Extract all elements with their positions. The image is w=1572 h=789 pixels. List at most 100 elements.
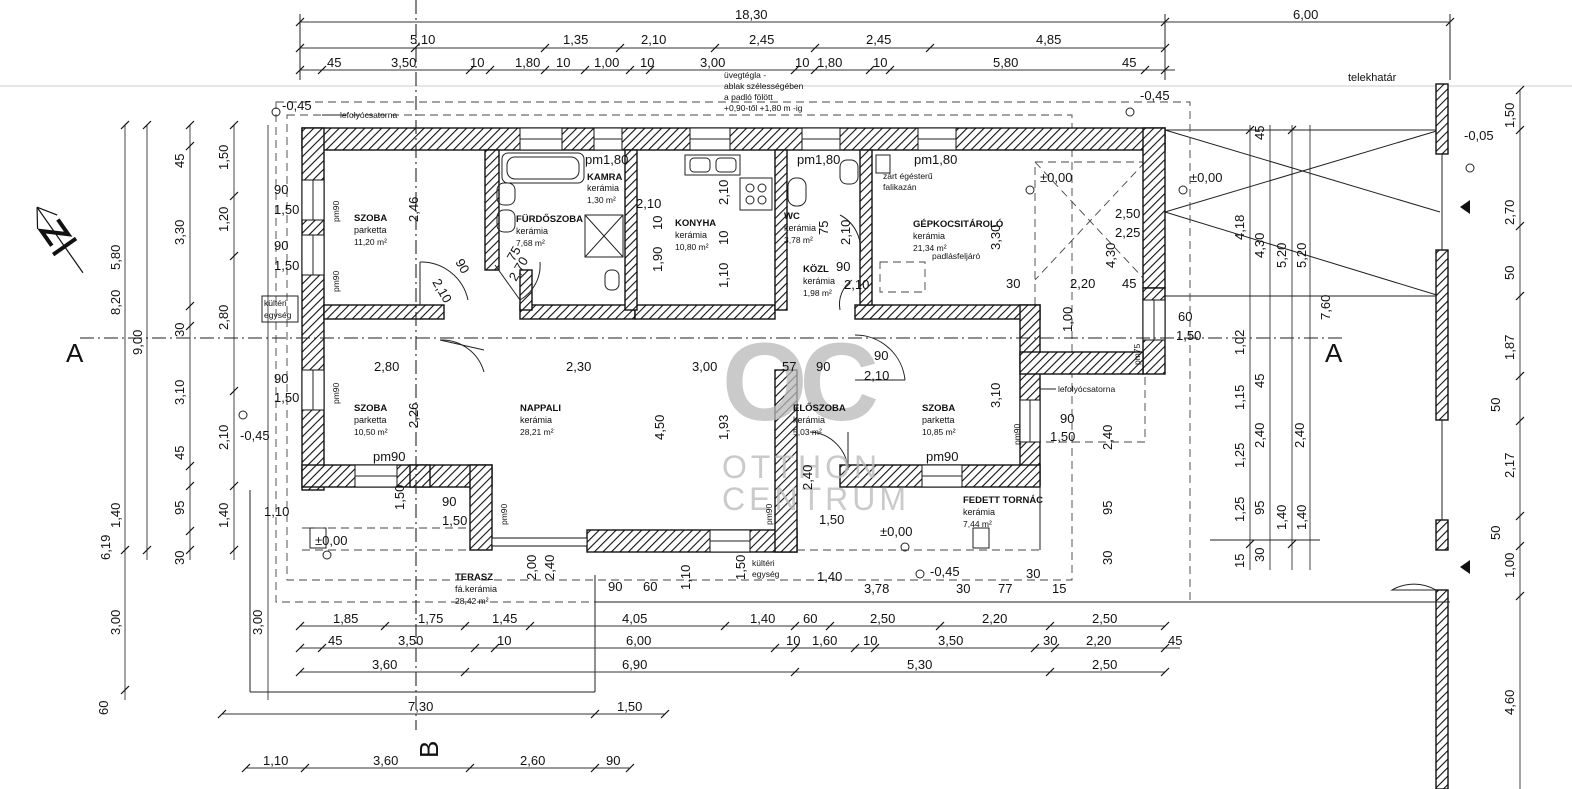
svg-text:2,10: 2,10 [429, 276, 455, 305]
svg-text:1,35: 1,35 [563, 32, 588, 47]
svg-text:2,00: 2,00 [524, 555, 539, 580]
svg-text:1,75: 1,75 [418, 611, 443, 626]
svg-text:75: 75 [504, 243, 524, 263]
svg-text:1,00: 1,00 [1502, 553, 1517, 578]
svg-text:10: 10 [795, 55, 809, 70]
svg-text:7,60: 7,60 [1318, 295, 1333, 320]
svg-text:2,60: 2,60 [520, 753, 545, 768]
svg-text:2,10: 2,10 [838, 220, 853, 245]
svg-text:2,10: 2,10 [641, 32, 666, 47]
svg-text:pm1,80: pm1,80 [585, 152, 628, 167]
room-kamra: KAMRA kerámia 1,30 m² [587, 172, 622, 205]
svg-text:5,80: 5,80 [108, 245, 123, 270]
svg-text:±0,00: ±0,00 [1190, 170, 1222, 185]
svg-text:1,15: 1,15 [1232, 385, 1247, 410]
svg-text:NAPPALI: NAPPALI [520, 403, 561, 414]
svg-text:1,45: 1,45 [492, 611, 517, 626]
room-nappali: NAPPALI kerámia 28,21 m² [520, 403, 561, 437]
svg-text:30: 30 [1252, 548, 1267, 562]
svg-text:parketta: parketta [354, 415, 387, 425]
windows [301, 127, 1166, 553]
dimension-text-top: 18,30 6,00 5,10 1,35 2,10 2,45 2,45 4,85… [327, 7, 1318, 70]
svg-text:2,10: 2,10 [636, 196, 661, 211]
dimension-text-left: 5,80 8,20 9,00 6,19 3,00 60 45 3,30 30 3… [96, 145, 265, 715]
svg-text:SZOBA: SZOBA [354, 403, 387, 414]
svg-text:2,40: 2,40 [1252, 423, 1267, 448]
annotations: lefolyócsatorna lefolyócsatorna üvegtégl… [261, 70, 1115, 579]
svg-text:1,98 m²: 1,98 m² [803, 288, 832, 298]
svg-text:1,25: 1,25 [1232, 497, 1247, 522]
svg-text:15: 15 [1232, 554, 1247, 568]
svg-text:1,80: 1,80 [515, 55, 540, 70]
svg-text:10: 10 [470, 55, 484, 70]
dimension-lines-left [120, 120, 269, 700]
svg-text:2,50: 2,50 [1092, 657, 1117, 672]
svg-text:1,10: 1,10 [716, 263, 731, 288]
svg-text:2,40: 2,40 [1292, 423, 1307, 448]
svg-text:parketta: parketta [354, 225, 387, 235]
svg-text:2,40: 2,40 [800, 465, 815, 490]
svg-text:30: 30 [956, 581, 970, 596]
svg-text:KAMRA: KAMRA [587, 172, 622, 183]
svg-text:1,25: 1,25 [1232, 443, 1247, 468]
svg-text:5,20: 5,20 [1294, 243, 1309, 268]
room-eloszoba: ELŐSZOBA kerámia 5,03 m² [793, 402, 846, 437]
svg-text:fá.kerámia: fá.kerámia [455, 584, 497, 594]
svg-text:1,50: 1,50 [1502, 103, 1517, 128]
north-arrow-icon [36, 206, 84, 274]
svg-text:pm75: pm75 [1132, 343, 1142, 365]
svg-text:3,78 m²: 3,78 m² [784, 235, 813, 245]
svg-text:90: 90 [816, 359, 830, 374]
svg-text:±0,00: ±0,00 [1040, 170, 1072, 185]
dimension-text-right: 1,50 2,70 50 1,87 50 2,17 50 1,00 4,60 4… [1232, 103, 1517, 715]
svg-text:zárt égésterű: zárt égésterű [883, 171, 933, 181]
svg-text:3,10: 3,10 [988, 383, 1003, 408]
dimension-lines-bottom [217, 621, 1180, 773]
svg-text:1,40: 1,40 [750, 611, 775, 626]
svg-text:-0,45: -0,45 [930, 564, 960, 579]
svg-text:OC: OC [722, 321, 877, 444]
svg-text:10: 10 [556, 55, 570, 70]
svg-text:-0,45: -0,45 [282, 98, 312, 113]
svg-text:2,20: 2,20 [982, 611, 1007, 626]
svg-text:1,50: 1,50 [274, 258, 299, 273]
svg-text:95: 95 [172, 501, 187, 515]
svg-text:4,50: 4,50 [652, 415, 667, 440]
svg-text:57: 57 [782, 359, 796, 374]
room-szoba-3: SZOBA parketta 10,85 m² [922, 403, 956, 437]
level-markers: -0,45 -0,45 ±0,00 ±0,00 -0,45 ±0,00 ±0,0… [238, 88, 1475, 579]
svg-text:FÜRDŐSZOBA: FÜRDŐSZOBA [516, 213, 583, 225]
svg-text:60: 60 [643, 579, 657, 594]
svg-text:SZOBA: SZOBA [354, 213, 387, 224]
svg-text:30: 30 [1043, 633, 1057, 648]
svg-text:2,50: 2,50 [1115, 206, 1140, 221]
svg-text:1,50: 1,50 [442, 513, 467, 528]
svg-text:90: 90 [274, 182, 288, 197]
svg-text:4,85: 4,85 [1036, 32, 1061, 47]
svg-text:3,78: 3,78 [864, 581, 889, 596]
svg-text:10: 10 [497, 633, 511, 648]
svg-text:4,60: 4,60 [1502, 690, 1517, 715]
svg-text:1,40: 1,40 [108, 503, 123, 528]
svg-text:45: 45 [1122, 55, 1136, 70]
svg-text:+0,90-től +1,80 m -ig: +0,90-től +1,80 m -ig [724, 103, 803, 113]
svg-text:2,26: 2,26 [406, 403, 421, 428]
svg-text:KÖZL: KÖZL [803, 264, 829, 275]
svg-text:1,50: 1,50 [617, 699, 642, 714]
svg-text:5,30: 5,30 [907, 657, 932, 672]
svg-text:90: 90 [1060, 411, 1074, 426]
svg-text:4,05: 4,05 [622, 611, 647, 626]
svg-text:30: 30 [172, 323, 187, 337]
roof-outline [275, 101, 1191, 603]
svg-text:egység: egység [264, 310, 292, 320]
svg-text:kerámia: kerámia [784, 223, 816, 233]
dimension-lines-top [0, 14, 1572, 87]
svg-text:kültéri: kültéri [264, 298, 287, 308]
svg-text:30: 30 [172, 551, 187, 565]
svg-text:90: 90 [274, 238, 288, 253]
svg-text:2,40: 2,40 [1100, 425, 1115, 450]
svg-text:kerámia: kerámia [516, 226, 548, 236]
svg-text:lefolyócsatorna: lefolyócsatorna [1058, 384, 1115, 394]
svg-text:CENTRUM: CENTRUM [722, 481, 910, 517]
room-furdoszoba: FÜRDŐSZOBA kerámia 7,68 m² [516, 213, 583, 248]
